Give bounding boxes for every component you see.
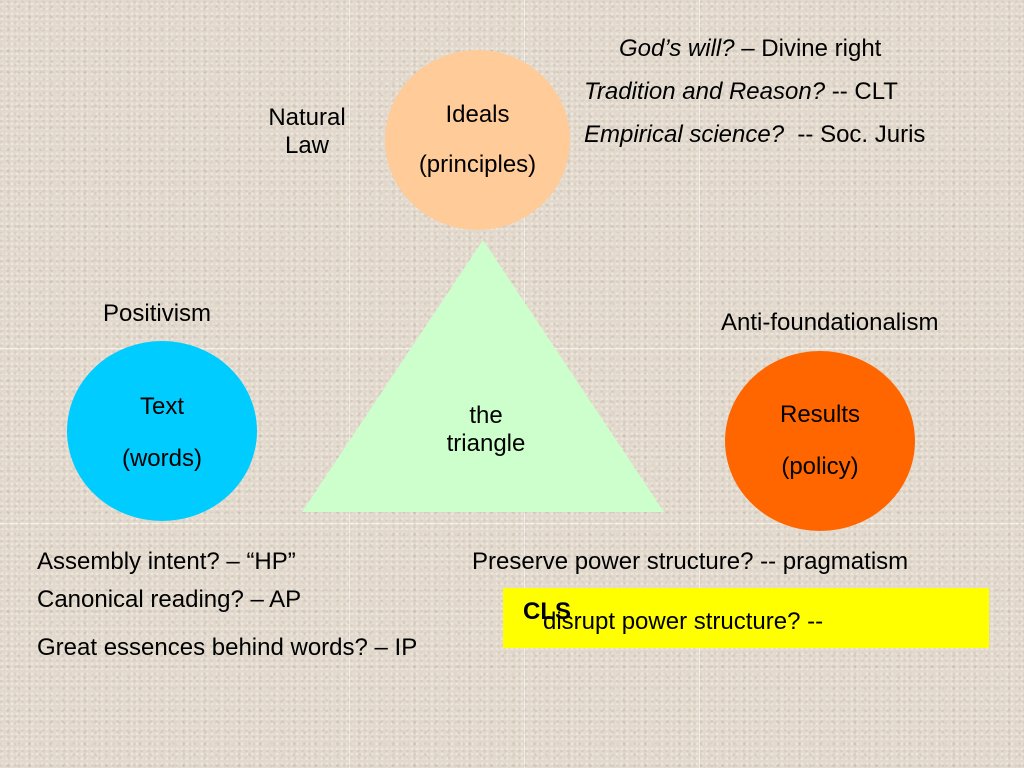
ideals-node: Ideals (principles) [385, 50, 570, 230]
cls-label: CLS [523, 598, 571, 625]
results-title: Results [779, 401, 861, 429]
natural-law-line2: Law [284, 132, 330, 160]
grid-line [699, 0, 700, 768]
ideal-source-question: Tradition and Reason? [584, 78, 826, 105]
results-method-preserve: Preserve power structure? -- pragmatism [472, 548, 909, 575]
ideals-subtitle: (principles) [418, 151, 537, 178]
text-node: Text (words) [67, 341, 257, 521]
ideal-source-question: God’s will? [619, 35, 735, 62]
ideal-source-answer: -- CLT [825, 78, 898, 105]
ideal-source-answer: -- Soc. Juris [784, 121, 926, 148]
ideal-source-item: Empirical science? -- Soc. Juris [584, 121, 925, 149]
grid-line [0, 523, 1024, 524]
triangle-label-line1: the [469, 402, 503, 429]
ideal-source-question: Empirical science? [584, 121, 785, 148]
ideal-source-item: Tradition and Reason? -- CLT [584, 78, 898, 106]
natural-law-label: Natural Law [252, 104, 362, 161]
disrupt-text: disrupt power structure? -- [543, 608, 830, 635]
text-title: Text [139, 393, 184, 420]
triangle-label: the triangle [436, 402, 536, 459]
text-method-item: Assembly intent? – “HP” [37, 548, 296, 575]
text-method-item: Canonical reading? – AP [37, 586, 302, 613]
positivism-label: Positivism [103, 300, 212, 327]
anti-foundationalism-label: Anti-foundationalism [721, 309, 939, 336]
results-node: Results (policy) [725, 351, 915, 531]
grid-line [349, 0, 350, 768]
ideals-title: Ideals [445, 101, 510, 129]
results-subtitle: (policy) [781, 453, 859, 480]
triangle-shape [302, 240, 664, 512]
natural-law-line1: Natural [268, 104, 346, 131]
triangle-polygon [302, 240, 664, 512]
ideal-source-item: God’s will? – Divine right [619, 35, 881, 63]
text-method-item: Great essences behind words? – IP [37, 634, 418, 661]
results-method-disrupt: disrupt power structure? -- CLS [523, 598, 823, 635]
ideal-source-answer: – Divine right [734, 35, 882, 62]
highlight-box: disrupt power structure? -- CLS [503, 588, 989, 648]
triangle-label-line2: triangle [446, 430, 526, 458]
text-subtitle: (words) [121, 444, 202, 472]
